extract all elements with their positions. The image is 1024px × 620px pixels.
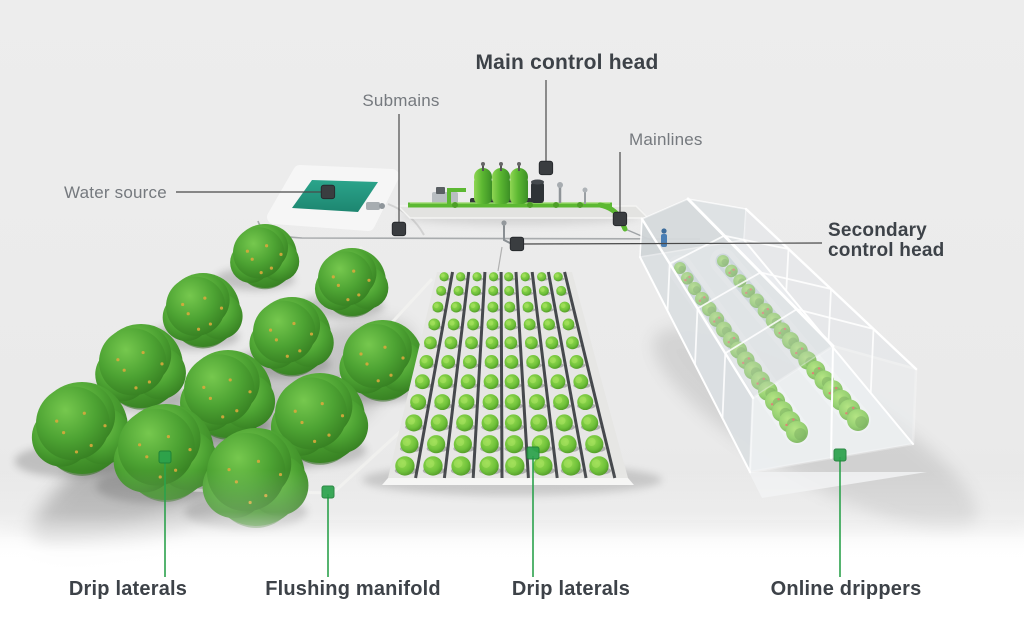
bottom-fade	[0, 470, 1024, 620]
marker-flushing-manifold	[321, 485, 335, 499]
main-control-head-unit	[396, 162, 650, 232]
marker-drip-laterals-center	[526, 446, 540, 460]
label-main-control-head: Main control head	[475, 51, 659, 74]
label-secondary-control-head: Secondary control head	[828, 221, 944, 261]
label-submains: Submains	[362, 91, 440, 110]
marker-secondary-control-head	[509, 236, 525, 252]
greenhouse-online-drippers	[639, 197, 927, 498]
label-secondary-control-head-line1: Secondary	[828, 220, 927, 241]
label-drip-laterals-center: Drip laterals	[511, 578, 631, 600]
label-online-drippers: Online drippers	[770, 578, 922, 600]
marker-mainlines	[612, 211, 628, 227]
marker-main-control-head	[538, 160, 554, 176]
crop-field-drip-laterals	[382, 271, 634, 485]
label-mainlines: Mainlines	[629, 130, 703, 149]
marker-water-source	[320, 184, 336, 200]
label-flushing-manifold: Flushing manifold	[265, 578, 441, 600]
marker-online-drippers	[833, 448, 847, 462]
label-drip-laterals-left: Drip laterals	[68, 578, 188, 600]
label-secondary-control-head-line2: control head	[828, 240, 945, 261]
marker-submains	[391, 221, 407, 237]
marker-drip-laterals-left	[158, 450, 172, 464]
label-water-source: Water source	[64, 183, 167, 202]
leader-lines	[158, 80, 847, 577]
